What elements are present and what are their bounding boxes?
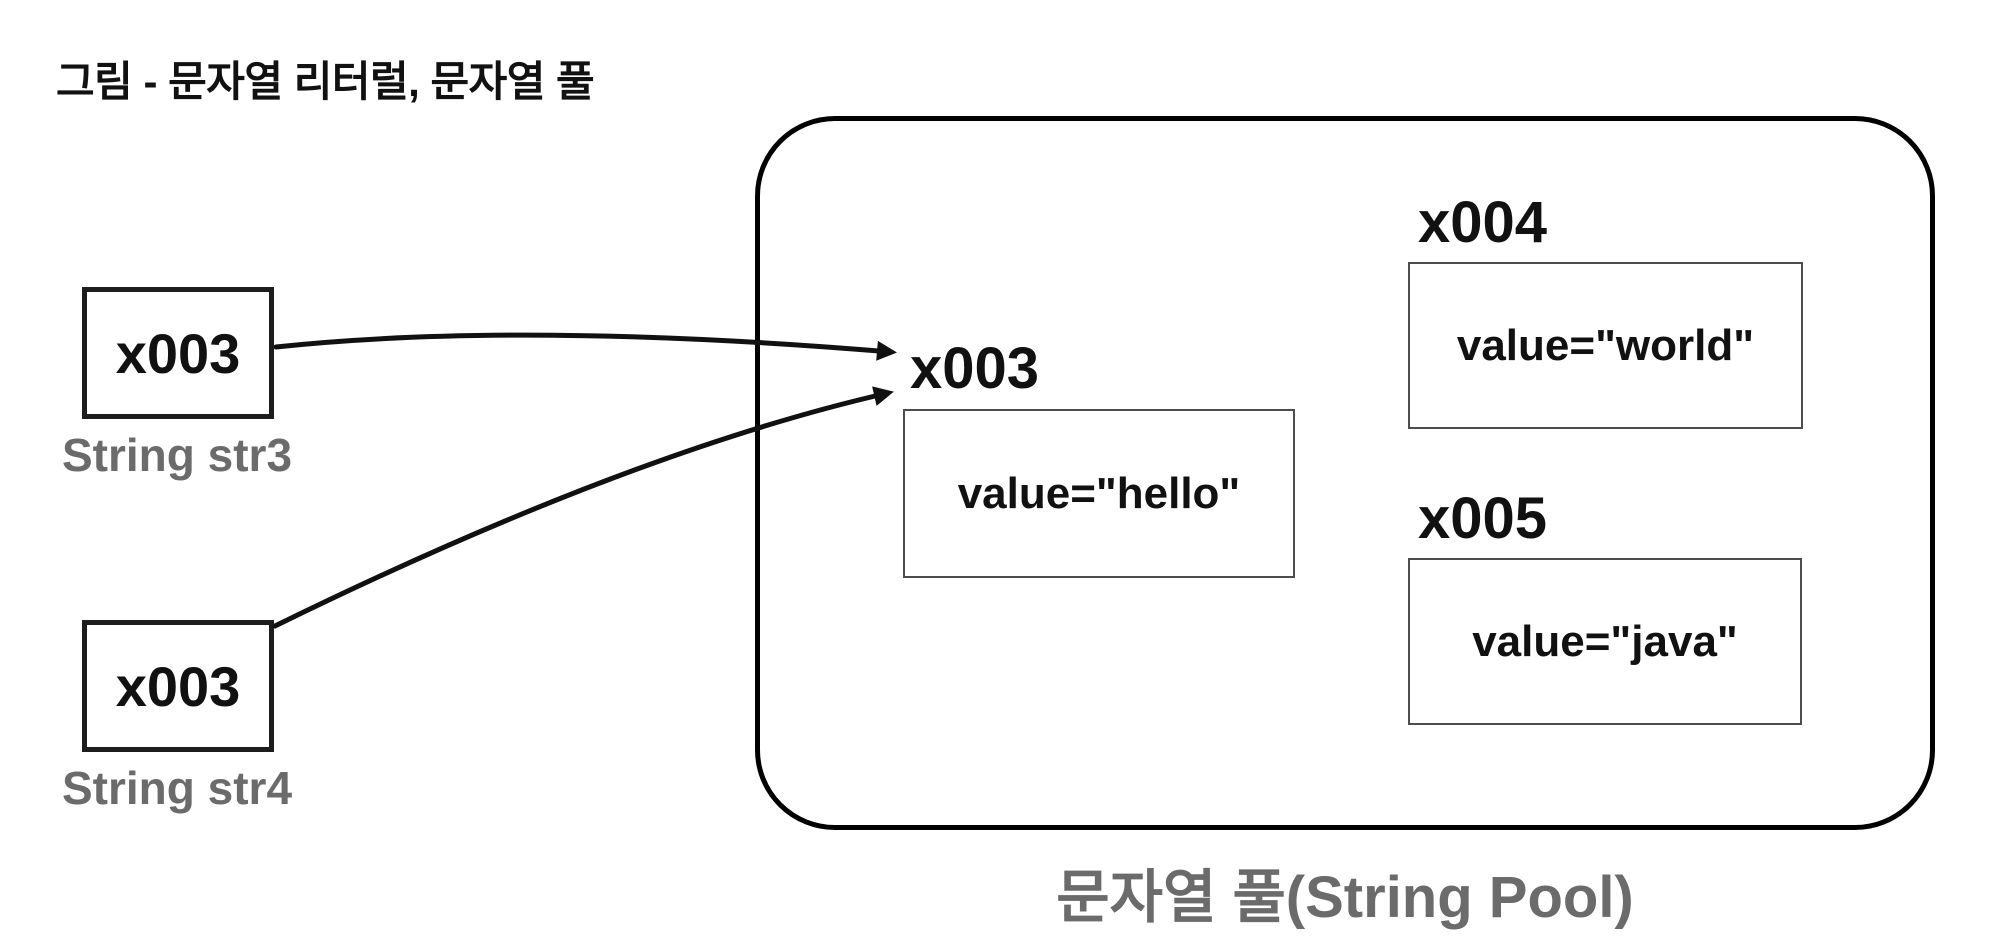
pool-entry-box-x004: value="world" [1408, 262, 1803, 429]
pool-entry-value: value="hello" [957, 468, 1241, 518]
pool-entry-address-x005: x005 [1418, 486, 1548, 551]
diagram-title: 그림 - 문자열 리터럴, 문자열 풀 [56, 58, 595, 105]
pool-entry-value: value="world" [1456, 320, 1755, 370]
pool-caption: 문자열 풀(String Pool) [1056, 865, 1634, 930]
reference-box-str3: x003 [82, 287, 274, 419]
pool-entry-address-x003: x003 [910, 336, 1040, 401]
pool-entry-box-x005: value="java" [1408, 558, 1802, 725]
string-pool-container: x003 value="hello" x004 value="world" x0… [755, 116, 1935, 830]
pool-entry-address-x004: x004 [1418, 190, 1548, 255]
reference-label-str3: String str3 [62, 429, 293, 481]
pool-entry-box-x003: value="hello" [903, 409, 1295, 578]
reference-address: x003 [115, 654, 241, 718]
reference-label-str4: String str4 [62, 762, 293, 814]
reference-address: x003 [115, 321, 241, 385]
reference-box-str4: x003 [82, 620, 274, 752]
pool-entry-value: value="java" [1472, 616, 1738, 666]
